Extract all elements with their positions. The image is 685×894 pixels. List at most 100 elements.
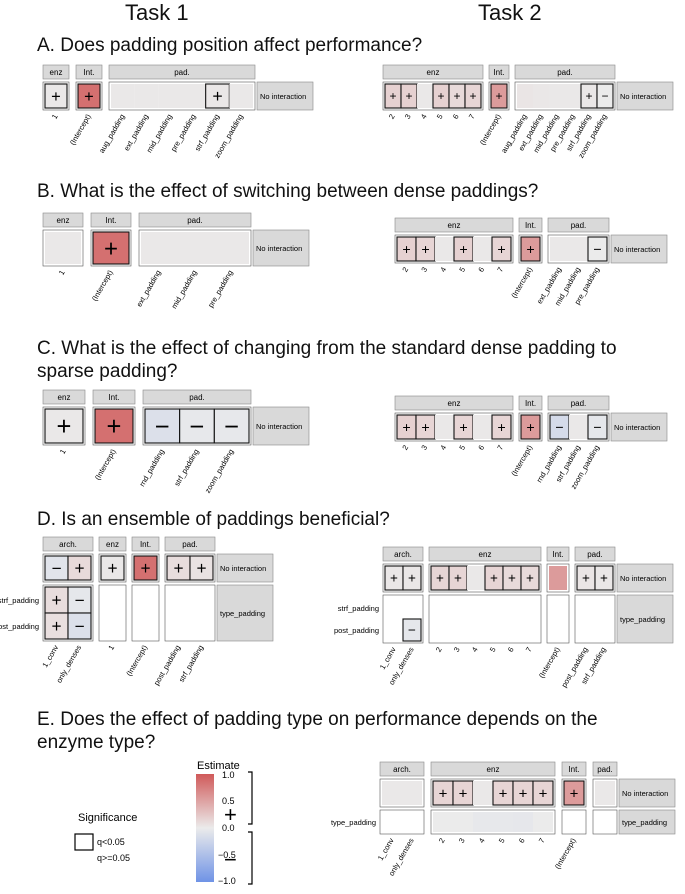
heatmap-cell (532, 780, 554, 806)
cell-sign: + (439, 785, 448, 802)
cell-sign: + (196, 558, 206, 578)
cell-sign: + (499, 785, 508, 802)
heatmap-cell (533, 84, 549, 108)
facet-pad: pad.rnd_padding−strf_paddingzoom_padding… (535, 395, 610, 491)
row-strip (616, 563, 674, 593)
cell-sign: + (453, 89, 460, 103)
cell-sign: + (107, 558, 117, 578)
facet-strip (379, 761, 425, 777)
heatmap-cell (402, 565, 422, 591)
cell-sign: + (390, 571, 398, 586)
facet-int: Int. (Intercept) + (68, 64, 103, 147)
question-b-text: What is the effect of switching between … (60, 181, 539, 202)
heatmap-cell (473, 812, 493, 832)
facet-strip-label: enz (57, 216, 70, 225)
row-strip (252, 406, 310, 446)
facet-strip-label: pad. (557, 68, 573, 77)
facet-strip-label: Int. (525, 221, 536, 230)
cell-sign: + (408, 571, 416, 586)
cell-sign: − (190, 413, 205, 441)
column-label: 2 (387, 113, 397, 121)
panel-c1: enz1+Int.(Intercept)+pad.rnd_padding−str… (42, 389, 310, 495)
heatmap-cell (453, 812, 473, 832)
heatmap-cell (549, 566, 567, 590)
heatmap-cell (493, 812, 513, 832)
facet-strip (394, 217, 514, 233)
row-strip-label: No interaction (260, 92, 306, 101)
facet-strip-label: Int. (83, 68, 94, 77)
row-strip (216, 584, 274, 642)
column-label: 7 (495, 444, 505, 452)
cell-sign: + (570, 785, 579, 802)
column-label: zoom_padding (203, 448, 235, 495)
facet-strip (547, 217, 610, 233)
heatmap-cell (179, 408, 215, 444)
column-label: 4 (477, 837, 487, 845)
heatmap-cell (473, 781, 493, 805)
heatmap-cell (435, 415, 454, 439)
question-c-text: What is the effect of changing from the … (37, 338, 617, 382)
column-label: (Intercept) (93, 447, 118, 482)
heatmap-cell (569, 415, 588, 439)
cell-sign: + (459, 785, 468, 802)
row-strip (256, 81, 314, 111)
cell-sign: + (469, 89, 476, 103)
heatmap-cell (491, 236, 512, 262)
heatmap-cell (382, 781, 402, 805)
heatmap-cell (549, 84, 565, 108)
facet-int: Int.(Intercept)+ (90, 212, 132, 303)
facet-int: Int.(Intercept)+ (509, 395, 543, 478)
column-label: 5 (488, 646, 498, 654)
heatmap-cell (182, 84, 206, 108)
row-strip (610, 412, 668, 442)
heatmap-cell (563, 780, 585, 806)
heatmap-cell (520, 414, 541, 440)
facet-strip (561, 761, 587, 777)
cell-sign: − (593, 242, 601, 258)
row-strip-label: type_padding (220, 609, 265, 618)
cell-sign: + (51, 590, 61, 610)
heatmap-cell (550, 237, 569, 261)
facet-strip-label: enz (487, 765, 500, 774)
cell-sign: − (555, 420, 563, 436)
facet-strip-label: enz (479, 550, 492, 559)
column-label: (Intercept) (553, 836, 578, 871)
column-label: 4 (419, 113, 429, 121)
heatmap-cell (402, 618, 422, 642)
cell-sign: + (600, 571, 608, 586)
heatmap-cell (92, 231, 130, 265)
heatmap-cell (100, 555, 125, 581)
column-label: 6 (451, 113, 461, 121)
heatmap-cell (77, 83, 101, 109)
facet-panel (561, 809, 587, 835)
facet-strip (42, 536, 94, 552)
heatmap-cell (417, 84, 433, 108)
facet-pad: pad.post_padding+strf_padding+ (152, 536, 216, 687)
facet-strip (428, 546, 542, 562)
column-label: 3 (457, 837, 467, 845)
facet-strip-label: pad. (187, 216, 203, 225)
column-label: 7 (537, 837, 547, 845)
row-strip-label: No interaction (256, 244, 302, 253)
heatmap-cell (491, 414, 512, 440)
cell-sign: − (224, 413, 239, 441)
heatmap-cell (533, 812, 553, 832)
facet-strip (164, 536, 216, 552)
column-label: 1 (106, 644, 116, 652)
facet-strip (108, 64, 256, 80)
column-label: (Intercept) (68, 112, 93, 147)
question-a-text: Does padding position affect performance… (60, 35, 423, 56)
facet-strip-label: pad. (571, 399, 587, 408)
facet-strip-label: pad. (587, 550, 603, 559)
cell-sign: + (84, 88, 94, 106)
heatmap-cell (189, 555, 214, 581)
column-label: 5 (435, 113, 445, 121)
question-d-letter: D. (37, 509, 56, 530)
